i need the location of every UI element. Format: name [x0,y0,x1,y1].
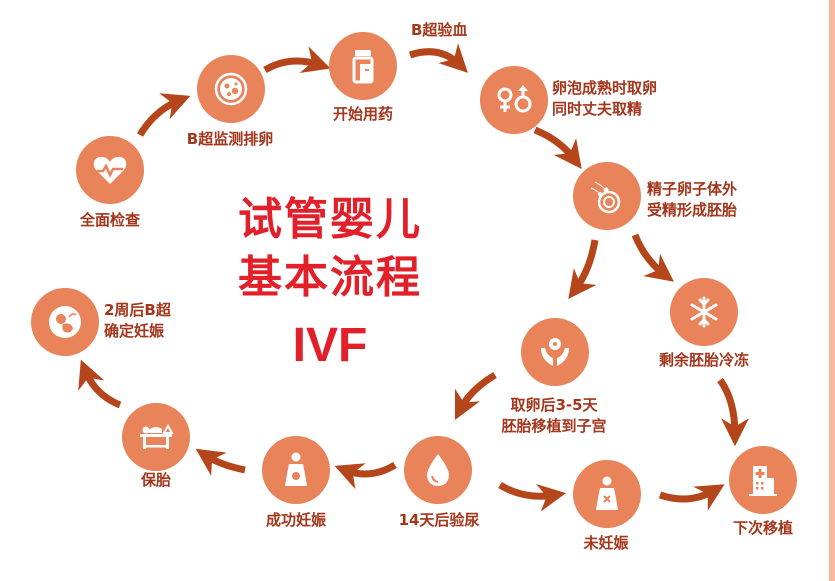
sperm-egg-icon [590,181,621,214]
bed-rest-icon [140,423,174,449]
arrow-freeze-to-next [717,377,749,447]
title-ivf: IVF [292,319,368,372]
arrow-fertilization-to-freeze [631,233,674,282]
step-freeze [670,278,738,346]
step-transfer-label-1: 取卵后3-5天 [510,396,598,414]
step-start-medication-label: 开始用药 [332,105,394,123]
arrow-ultrasound-to-medication [263,46,331,74]
step-egg-retrieval-label-1: 卵泡成熟时取卵 [552,79,658,97]
step-start-medication [329,32,397,100]
step-not-pregnant-label: 未妊娠 [583,534,629,552]
step-transfer-label-2: 胚胎移植到子宫 [501,417,607,435]
hands-embryo-icon [541,338,569,366]
arrow-pregnant-to-keep [195,448,246,476]
step-fertilization [573,162,641,230]
step-urine-test [404,436,472,504]
hospital-icon [749,466,777,496]
step-ultrasound-ovulation [197,55,265,123]
snowflake-icon [690,296,718,328]
edge-label-ultrasound-blood-test: B超验血 [411,21,468,39]
woman-cross-icon [596,476,618,510]
step-fertilization-label-2: 受精形成胚胎 [647,201,738,219]
step-pregnant-label: 成功妊娠 [265,511,327,529]
title-line-2: 基本流程 [238,252,422,303]
step-ultrasound-ovulation-label: B超监测排卵 [186,130,274,148]
step-keep-pregnancy [122,403,190,471]
step-pregnant [262,436,330,504]
gender-symbols-icon [497,85,532,113]
step-keep-pregnancy-label: 保胎 [140,471,172,489]
petri-dish-icon [214,72,248,106]
arrow-fertilization-to-transfer [568,239,599,299]
step-fertilization-label-1: 精子卵子体外 [647,180,738,198]
arrow-urine-to-not-pregnant [498,481,567,512]
step-next-transfer-label: 下次移植 [732,519,794,537]
arrow-exam-to-ultrasound [136,93,191,137]
pregnant-woman-icon [285,452,307,486]
step-not-pregnant [573,460,641,528]
medicine-bottle-icon [352,50,374,84]
step-next-transfer [729,446,797,514]
fetus-icon [49,306,81,338]
drop-icon [427,454,449,486]
step-confirm-label-2: 确定妊娠 [104,322,165,340]
accent-strip [829,0,835,581]
step-confirm [31,288,99,356]
step-exam [76,136,144,204]
arrow-not-pregnant-to-next [658,484,725,511]
arrow-urine-to-pregnant [334,461,397,490]
step-confirm-label-1: 2周后B超 [104,301,171,319]
arrow-keep-to-confirm [78,359,122,409]
step-transfer [521,318,589,386]
arrow-retrieval-to-fertilization [533,126,582,169]
arrow-transfer-to-urine [454,371,497,421]
step-exam-label: 全面检查 [79,211,141,229]
step-egg-retrieval [480,66,548,134]
step-egg-retrieval-label-2: 同时丈夫取精 [552,100,643,118]
heart-pulse-icon [93,156,127,184]
step-freeze-label: 剩余胚胎冷冻 [658,351,750,369]
arrow-medication-to-retrieval [408,43,468,73]
step-urine-test-label: 14天后验尿 [398,511,480,529]
title-line-1: 试管婴儿 [238,194,422,245]
